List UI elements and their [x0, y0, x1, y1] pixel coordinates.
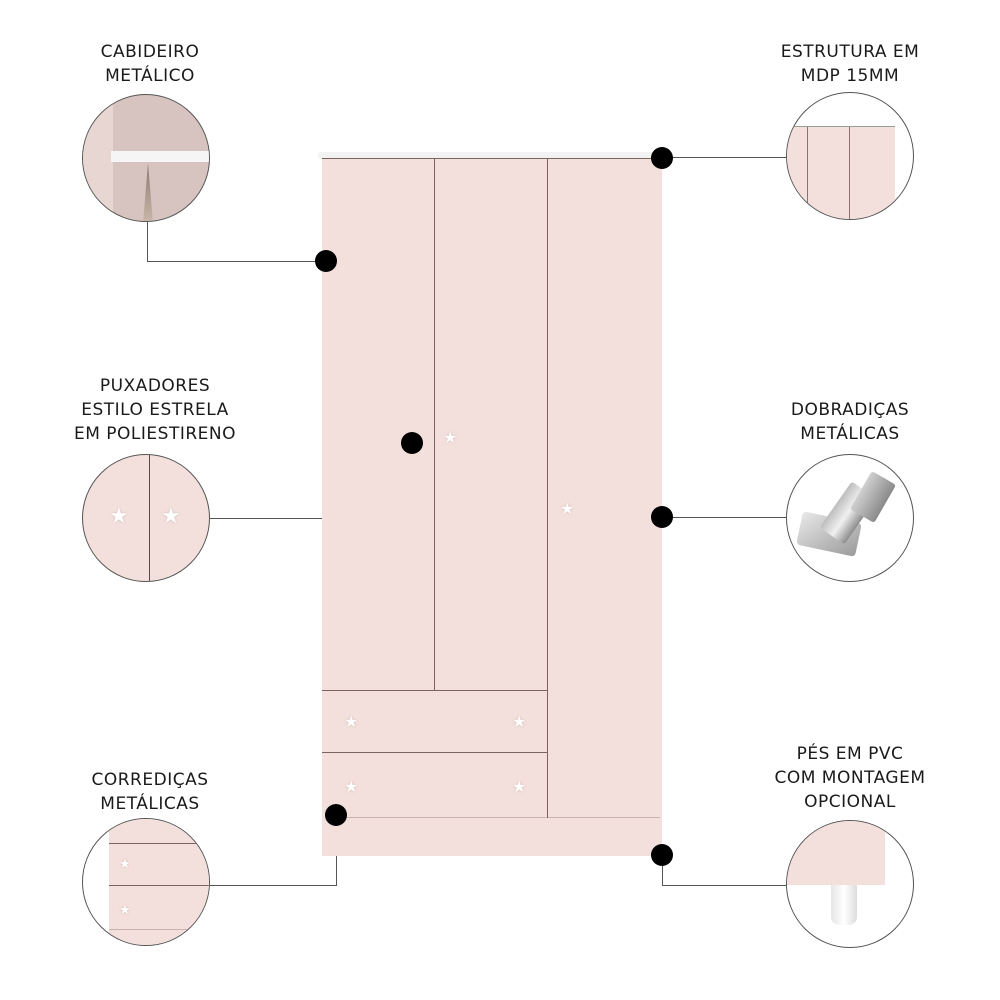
leader-line-pes-v [662, 855, 663, 886]
drawer2-handle-left[interactable]: ★ [344, 777, 359, 796]
drawer-slides-closeup-icon: ★ ★ [82, 818, 210, 946]
label-puxadores: PUXADORES ESTILO ESTRELA EM POLIESTIRENO [73, 376, 236, 444]
hinge-closeup-icon [786, 454, 914, 582]
callout-dot-cabideiro [315, 250, 337, 272]
callout-dot-puxadores [401, 432, 423, 454]
drawer2-handle-right[interactable]: ★ [512, 777, 527, 796]
callout-dot-dobradicas [651, 506, 673, 528]
leader-line-puxadores-h [210, 518, 413, 519]
drawer1-handle-left[interactable]: ★ [344, 712, 359, 731]
wardrobe-top [318, 152, 664, 159]
label-pes: PÉS EM PVC COM MONTAGEM OPCIONAL [774, 744, 926, 812]
leader-line-corredicas-h [210, 885, 337, 886]
leader-line-estrutura [662, 157, 786, 158]
star-handles-closeup-icon: ★ ★ [82, 454, 210, 582]
door-handle-middle[interactable]: ★ [443, 428, 458, 447]
leader-line-cabideiro [147, 222, 148, 262]
callout-dot-pes [651, 844, 673, 866]
wardrobe: ★ ★ ★ ★ ★ ★ [318, 152, 664, 856]
callout-dot-corredicas [325, 804, 347, 826]
leader-line-pes-h [662, 885, 786, 886]
hanger-rail-closeup-icon [82, 94, 210, 222]
door-seam-1 [434, 158, 435, 690]
pvc-foot-closeup-icon [786, 820, 914, 948]
door-handle-right[interactable]: ★ [560, 499, 575, 518]
callout-dot-estrutura [651, 147, 673, 169]
label-cabideiro: CABIDEIRO METÁLICO [100, 42, 200, 86]
drawer1-handle-right[interactable]: ★ [512, 712, 527, 731]
label-estrutura: ESTRUTURA EM MDP 15MM [780, 42, 920, 86]
label-dobradicas: DOBRADIÇAS METÁLICAS [790, 400, 910, 444]
leader-line-dobradicas [662, 517, 786, 518]
door-seam-2 [547, 158, 548, 818]
wardrobe-body [322, 158, 662, 856]
panel-structure-closeup-icon [786, 92, 914, 220]
leader-line-cabideiro-h [147, 261, 327, 262]
label-corredicas: CORREDIÇAS METÁLICAS [91, 770, 209, 814]
